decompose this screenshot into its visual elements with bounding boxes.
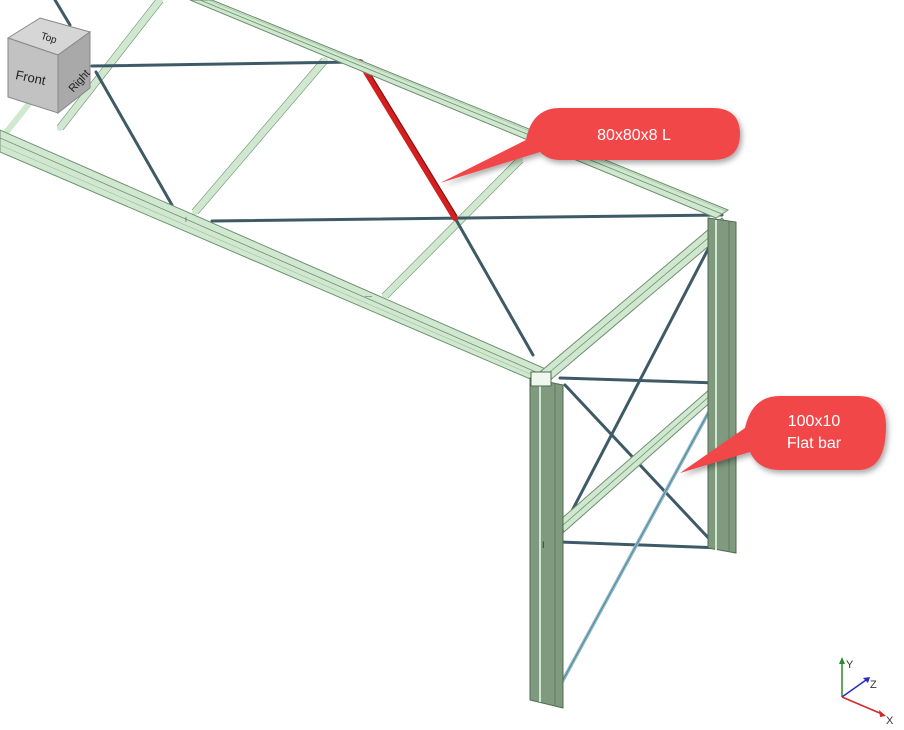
purlin[interactable] xyxy=(57,0,163,131)
callout-angle-label: 80x80x8 L xyxy=(597,127,671,144)
axis-triad: Y Z X xyxy=(839,657,894,727)
front-roof-beam[interactable]: I — xyxy=(0,129,549,385)
brace-rod[interactable] xyxy=(453,216,535,357)
column-front[interactable]: I xyxy=(529,371,564,709)
flat-bar-brace[interactable] xyxy=(560,392,720,684)
svg-text:I: I xyxy=(542,540,545,550)
gable-roof-beam[interactable] xyxy=(539,217,731,383)
svg-text:—: — xyxy=(365,293,372,300)
brace-rod[interactable] xyxy=(560,228,720,532)
brace-rod[interactable] xyxy=(94,70,174,207)
viewcube-front-label: Front xyxy=(14,67,47,88)
callout-angle-section xyxy=(440,108,740,183)
viewcube-top-label: Top xyxy=(39,31,58,47)
roof-bracing xyxy=(53,0,724,357)
axis-z-label: Z xyxy=(870,679,877,691)
purlin[interactable] xyxy=(382,157,523,299)
callout-flat-bar xyxy=(680,396,886,473)
callout-flat-bar-label-line1: 100x10 xyxy=(788,413,841,430)
wall-strut[interactable] xyxy=(558,540,724,550)
axis-x-label: X xyxy=(886,715,894,727)
axis-y-label: Y xyxy=(846,659,854,671)
brace-rod[interactable] xyxy=(210,213,724,223)
column-rear[interactable] xyxy=(707,217,737,554)
brace-rod[interactable] xyxy=(90,60,358,68)
svg-text:I: I xyxy=(185,217,187,224)
purlin[interactable] xyxy=(192,57,328,215)
brace-rod[interactable] xyxy=(53,0,72,27)
viewcube[interactable]: Top Front Right xyxy=(6,17,93,115)
highlighted-angle-member[interactable] xyxy=(357,59,458,221)
callout-flat-bar-label-line2: Flat bar xyxy=(787,435,842,452)
viewcube-right-face[interactable] xyxy=(57,31,91,115)
